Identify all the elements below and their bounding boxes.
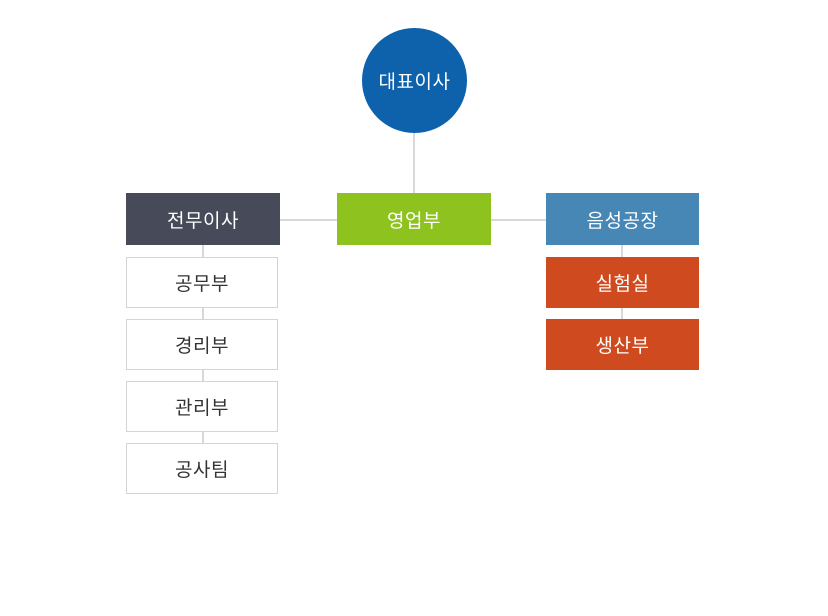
laboratory-node: 실험실 [546,257,699,308]
sales-dept-node-label: 영업부 [387,210,441,232]
connector-line-executive-to-engineering [202,245,204,257]
accounting-dept-node-label: 경리부 [175,336,229,357]
engineering-dept-node: 공무부 [126,257,278,308]
accounting-dept-node: 경리부 [126,319,278,370]
eumseong-factory-node-label: 음성공장 [586,210,659,232]
admin-dept-node: 관리부 [126,381,278,432]
connector-line-admin-to-construction [202,432,204,443]
sales-dept-node: 영업부 [337,193,491,245]
ceo-node-label: 대표이사 [378,72,451,93]
laboratory-node-label: 실험실 [595,274,650,295]
production-dept-node: 생산부 [546,319,699,370]
executive-director-node: 전무이사 [126,193,280,245]
eumseong-factory-node: 음성공장 [546,193,699,245]
executive-director-node-label: 전무이사 [167,210,239,232]
construction-team-node-label: 공사팀 [175,460,229,481]
connector-line-laboratory-to-production [621,308,623,319]
connector-line-ceo-to-sales [413,131,415,193]
ceo-node: 대표이사 [362,28,467,133]
engineering-dept-node-label: 공무부 [175,274,229,295]
connector-line-factory-to-laboratory [621,245,623,257]
construction-team-node: 공사팀 [126,443,278,494]
connector-line-engineering-to-accounting [202,308,204,319]
connector-line-sales-to-factory [491,219,546,221]
admin-dept-node-label: 관리부 [175,398,229,419]
connector-line-sales-to-executive [280,219,337,221]
production-dept-node-label: 생산부 [595,336,650,357]
connector-line-accounting-to-admin [202,370,204,381]
